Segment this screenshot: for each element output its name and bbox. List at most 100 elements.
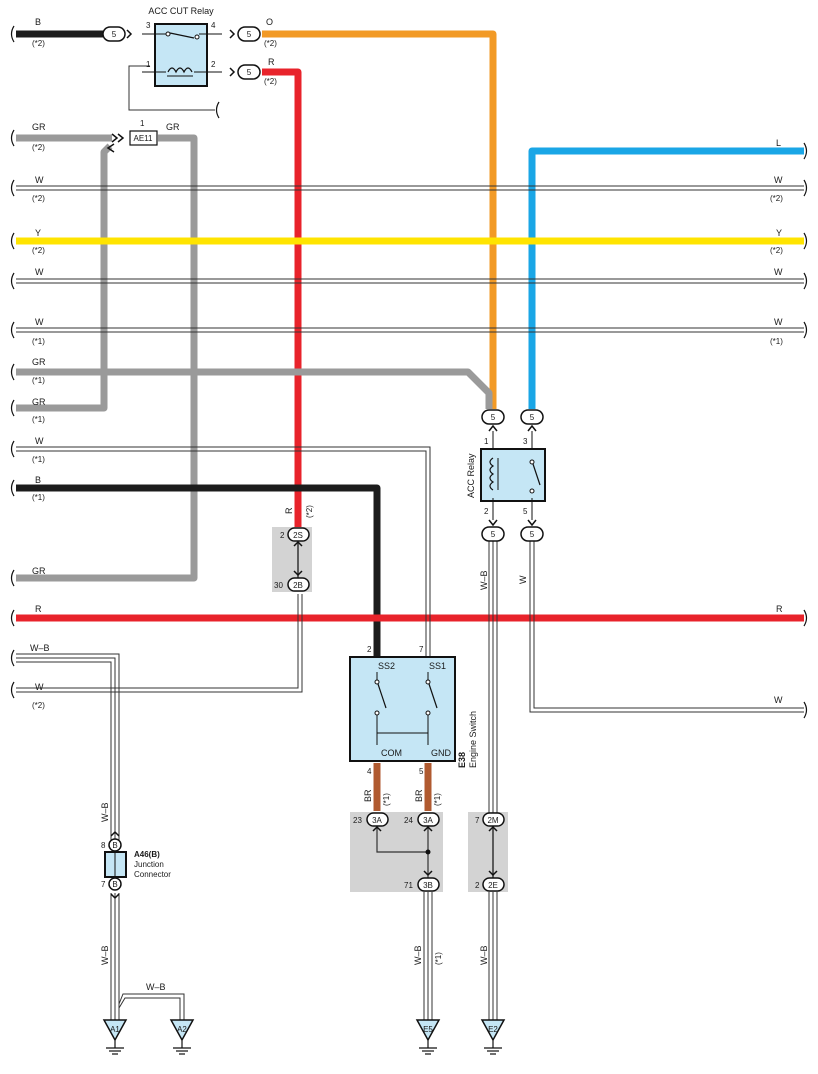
connector-2m-pin: 7 bbox=[475, 816, 480, 825]
engine-switch-code: E38 bbox=[457, 752, 467, 768]
label-r-main-right: R bbox=[776, 604, 783, 614]
connector-ae11: AE11 1 bbox=[106, 119, 158, 153]
connector-2m: 2M bbox=[487, 816, 498, 825]
wire-b-ss2 bbox=[16, 484, 381, 657]
a46-top-pin: 8 bbox=[101, 841, 106, 850]
engine-switch-pin4: 4 bbox=[367, 767, 372, 776]
label-gr-2: GR bbox=[32, 357, 46, 367]
connector-2s-2b: 2S 2 2B 30 R (*2) bbox=[274, 505, 314, 592]
note-r-relay: (*2) bbox=[264, 77, 277, 86]
lower-wire-labels: W–B W–B W–B (*1) W–B bbox=[100, 945, 489, 992]
note-br-left: (*1) bbox=[382, 793, 391, 806]
note-gr-1: (*2) bbox=[32, 143, 45, 152]
connector-3b-pin: 71 bbox=[404, 881, 413, 890]
note-r-vertical: (*2) bbox=[305, 505, 314, 518]
wire-gr-ae11 bbox=[16, 134, 198, 582]
note-b-top: (*2) bbox=[32, 39, 45, 48]
engine-switch-name: Engine Switch bbox=[468, 711, 478, 768]
connector-3a-left: 3A bbox=[372, 816, 382, 825]
acc-relay-conn-5: 5 bbox=[530, 530, 535, 539]
label-w-5: W bbox=[35, 682, 44, 692]
label-gr-4: GR bbox=[32, 566, 46, 576]
note-wb-e5: (*1) bbox=[434, 952, 443, 965]
ground-e2: E2 bbox=[480, 1019, 506, 1055]
connector-3a-pin-right: 24 bbox=[404, 816, 413, 825]
left-wire-ends bbox=[10, 25, 220, 699]
label-w-1: W bbox=[35, 175, 44, 185]
label-l: L bbox=[776, 138, 781, 148]
thick-wires bbox=[16, 30, 804, 811]
acc-cut-relay-pin4: 4 bbox=[211, 21, 216, 30]
a46-connector-bottom: B bbox=[112, 880, 117, 889]
note-b-2: (*1) bbox=[32, 493, 45, 502]
connector-3a-right: 3A bbox=[423, 816, 433, 825]
label-wb-a46-top: W–B bbox=[100, 802, 110, 822]
connector-2s: 2S bbox=[293, 531, 303, 540]
thin-wires bbox=[16, 65, 804, 1020]
note-w-r3: (*1) bbox=[770, 337, 783, 346]
label-wb-e2: W–B bbox=[479, 945, 489, 965]
connector-5-left: 5 bbox=[112, 30, 117, 39]
acc-cut-relay: ACC CUT Relay 3 4 1 2 bbox=[142, 6, 222, 87]
engine-switch: SS2 SS1 COM GND 2 7 4 5 E38 Engine Switc… bbox=[349, 645, 478, 806]
label-w-2: W bbox=[35, 267, 44, 277]
ground-a1-label: A1 bbox=[110, 1025, 120, 1034]
label-wb-acc: W–B bbox=[479, 570, 489, 590]
left-wire-labels: B (*2) O (*2) R (*2) GR (*2) GR W (*2) Y… bbox=[30, 17, 277, 710]
connector-5-r: 5 bbox=[247, 68, 252, 77]
connector-5-o: 5 bbox=[247, 30, 252, 39]
acc-relay-conn-3: 5 bbox=[530, 413, 535, 422]
a46-code: A46(B) bbox=[134, 850, 160, 859]
wire-gr-loop bbox=[16, 143, 113, 412]
engine-switch-ss2: SS2 bbox=[378, 661, 395, 671]
connector-3b: 3B bbox=[423, 881, 433, 890]
connector-2m-2e: 2M 7 2E 2 W–B W bbox=[475, 570, 528, 892]
acc-relay-conn-1: 5 bbox=[491, 413, 496, 422]
note-y-r: (*2) bbox=[770, 246, 783, 255]
connector-2b: 2B bbox=[293, 581, 303, 590]
ground-e5-label: E5 bbox=[423, 1025, 433, 1034]
ae11-label: AE11 bbox=[134, 134, 154, 143]
label-y: Y bbox=[35, 228, 41, 238]
note-br-right: (*1) bbox=[433, 793, 442, 806]
acc-cut-relay-title: ACC CUT Relay bbox=[148, 6, 214, 16]
right-wire-ends bbox=[803, 142, 808, 719]
acc-relay-pin1: 1 bbox=[484, 437, 489, 446]
engine-switch-pin5: 5 bbox=[419, 767, 424, 776]
junction-connector-a46: W–B B 8 B 7 A46(B) Junction Connector bbox=[100, 802, 171, 900]
note-gr-3: (*1) bbox=[32, 415, 45, 424]
note-gr-2: (*1) bbox=[32, 376, 45, 385]
acc-relay: 5 5 5 5 1 3 2 5 ACC Relay bbox=[466, 409, 546, 542]
label-y-r: Y bbox=[776, 228, 782, 238]
connector-2e-pin: 2 bbox=[475, 881, 480, 890]
label-br-right: BR bbox=[414, 789, 424, 802]
acc-relay-conn-2: 5 bbox=[491, 530, 496, 539]
acc-relay-pin5: 5 bbox=[523, 507, 528, 516]
connector-5-pills-top: 5 5 5 bbox=[102, 26, 261, 80]
a46-name-2: Connector bbox=[134, 870, 171, 879]
label-r-relay: R bbox=[268, 57, 275, 67]
label-wb-e5: W–B bbox=[413, 945, 423, 965]
acc-cut-relay-pin2: 2 bbox=[211, 60, 216, 69]
right-wire-labels: L W (*2) Y (*2) W W (*1) R W bbox=[770, 138, 783, 705]
label-w-r4: W bbox=[774, 695, 783, 705]
label-w-r3: W bbox=[774, 317, 783, 327]
label-w-acc: W bbox=[518, 575, 528, 584]
grounds: A1 A2 E5 E2 bbox=[102, 1019, 506, 1055]
ground-a2: A2 bbox=[169, 1019, 195, 1055]
ground-e2-label: E2 bbox=[488, 1025, 498, 1034]
note-o: (*2) bbox=[264, 39, 277, 48]
a46-bottom-pin: 7 bbox=[101, 880, 106, 889]
ground-e5: E5 bbox=[415, 1019, 441, 1055]
label-w-3: W bbox=[35, 317, 44, 327]
connector-2b-pin: 30 bbox=[274, 581, 283, 590]
note-w-1: (*2) bbox=[32, 194, 45, 203]
connector-2e: 2E bbox=[488, 881, 498, 890]
label-gr-ae11: GR bbox=[166, 122, 180, 132]
a46-name-1: Junction bbox=[134, 860, 164, 869]
acc-relay-title: ACC Relay bbox=[466, 453, 476, 498]
connector-2s-pin: 2 bbox=[280, 531, 285, 540]
a46-connector-top: B bbox=[112, 841, 117, 850]
acc-relay-pin2: 2 bbox=[484, 507, 489, 516]
